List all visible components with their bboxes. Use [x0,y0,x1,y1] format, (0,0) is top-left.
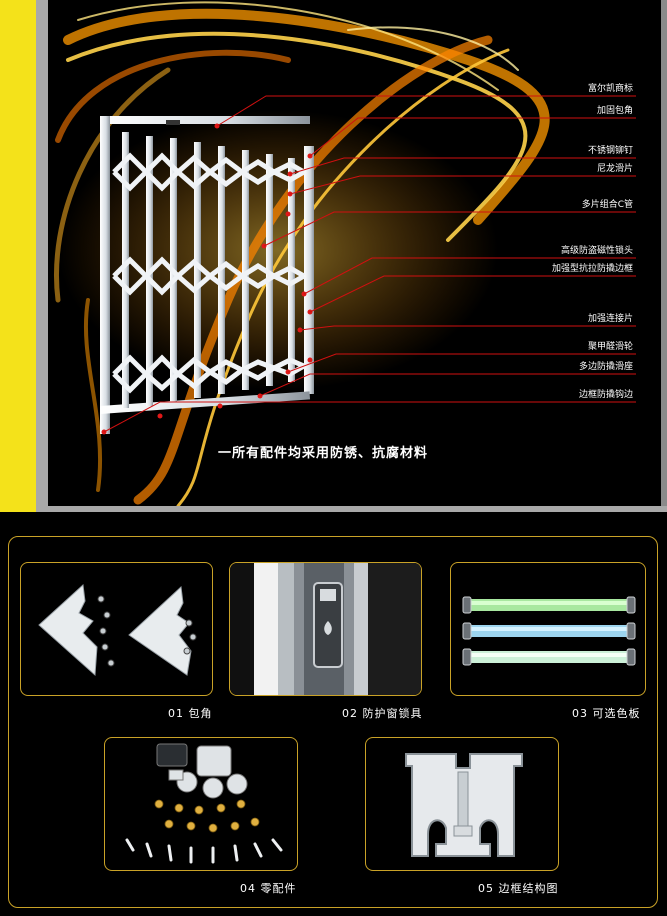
corner-bracket-icon [38,583,197,677]
parts-outer-frame [8,536,658,908]
callout-pom-pulley: 聚甲醛滑轮 [587,342,633,352]
panel-frame-profile [365,737,559,871]
callout-reinforced-frame: 加强型抗拉防撬边框 [551,264,633,274]
callout-lines [103,95,636,433]
panel-parts [104,737,298,871]
product-stage: 富尔凯商标 加固包角 不锈钢铆钉 尼龙滑片 多片组合C管 高级防盗磁性锁头 加强… [48,0,661,506]
yellow-side-bar [0,0,36,512]
caption-corner: 01 包角 [168,707,213,720]
gray-side-bar [36,0,48,512]
callout-nylon-slider: 尼龙滑片 [596,164,633,174]
caption-lock: 02 防护窗锁具 [342,707,423,720]
panel-corner-brackets [20,562,213,696]
callout-trademark: 富尔凯商标 [587,84,633,94]
lock-icon [230,563,421,695]
caption-color: 03 可选色板 [572,707,641,720]
callout-stainless-rivet: 不锈钢铆钉 [587,146,633,156]
hero-section: 富尔凯商标 加固包角 不锈钢铆钉 尼龙滑片 多片组合C管 高级防盗磁性锁头 加强… [0,0,667,512]
tagline: 一所有配件均采用防锈、抗腐材料 [218,446,429,461]
callout-slide-seat: 多边防撬滑座 [578,362,633,372]
callout-magnetic-lock: 高级防盗磁性锁头 [560,246,633,256]
parts-icon [125,743,283,864]
panel-window-lock [229,562,422,696]
panel-color-options [450,562,646,696]
gray-bottom-bar [36,506,667,512]
caption-frame-profile: 05 边框结构图 [478,882,559,895]
parts-section: 01 包角 02 防护窗锁具 [0,512,667,916]
product-illustration [54,1,636,506]
callout-hook-edge: 边框防撬钩边 [578,390,633,400]
color-panel-icon [462,596,636,666]
callout-c-tube: 多片组合C管 [581,200,633,210]
gray-right-bar [661,0,667,512]
caption-parts: 04 零配件 [240,882,297,895]
window-frame [99,116,314,435]
frame-profile-icon [405,753,523,857]
callout-reinforced-corner: 加固包角 [596,106,633,116]
light-streaks [54,1,550,506]
callout-connector-plate: 加强连接片 [587,314,633,324]
